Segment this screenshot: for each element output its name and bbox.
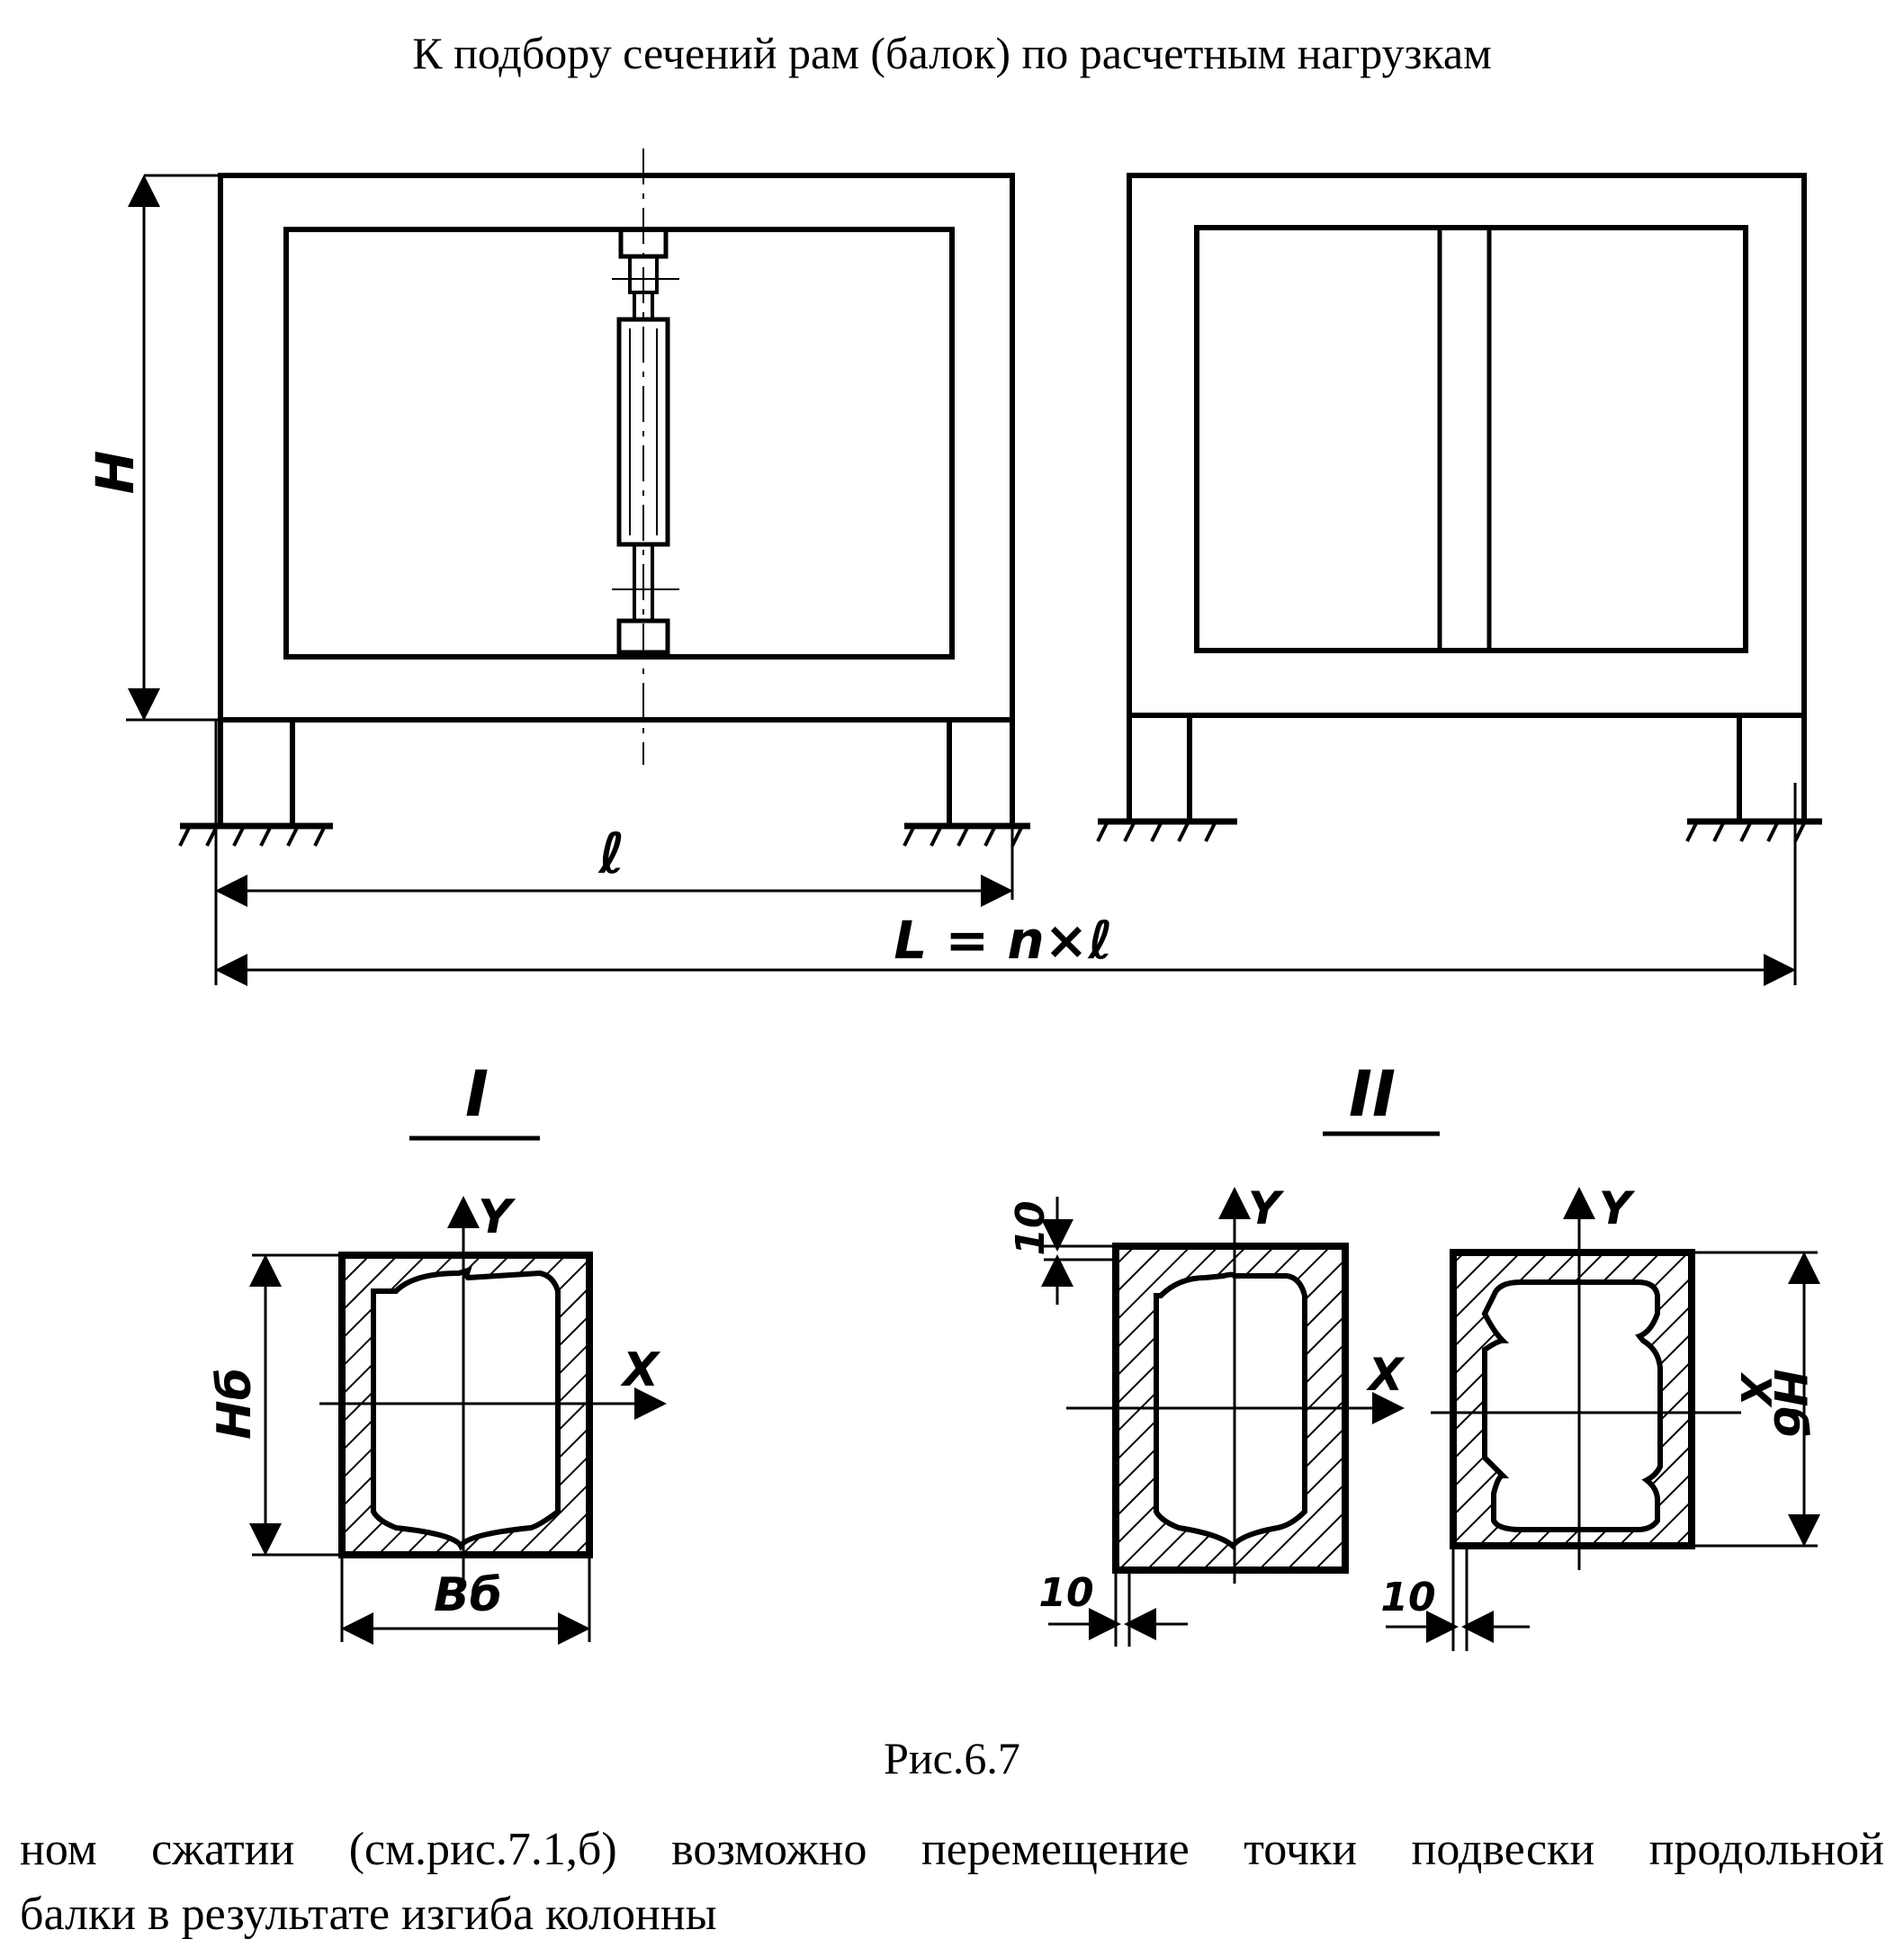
left-ground-hatch [178, 827, 1023, 847]
section-2b-height-label: Hб [1764, 1369, 1816, 1439]
section-2a-x-axis-label: X [1366, 1349, 1406, 1401]
section-1-y-axis-label: Y [478, 1190, 516, 1244]
section-2b-y-axis-label: Y [1599, 1182, 1636, 1234]
section-2a-top-thickness-label: 10 [1008, 1200, 1054, 1255]
left-frame-outer [218, 173, 1015, 723]
section-2a-bottom-thickness-label: 10 [1038, 1570, 1093, 1616]
section-2b-x-axis-label: X [1731, 1371, 1780, 1408]
right-frame-inner [1194, 225, 1748, 653]
height-dimension [126, 174, 220, 722]
body-line-1: ном сжатии (см.рис.7.1,б) возможно перем… [20, 1824, 1884, 1875]
left-frame-column [612, 148, 679, 765]
section-2a [1041, 1187, 1405, 1647]
section-2a-y-axis-label: Y [1248, 1182, 1285, 1234]
figure-caption: Рис.6.7 [884, 1733, 1020, 1783]
height-label: H [85, 451, 146, 495]
body-line-2: балки в результате изгиба колонны [20, 1889, 717, 1940]
total-length-dimension [215, 783, 1797, 986]
body-paragraph: ном сжатии (см.рис.7.1,б) возможно перем… [20, 1818, 1884, 1947]
span-dimension [214, 720, 1014, 985]
total-length-label: L = n×ℓ [894, 910, 1112, 971]
right-frame-outer [1127, 173, 1807, 718]
left-frame [180, 173, 1030, 830]
figure-title: К подбору сечений рам (балок) по расчетн… [412, 28, 1492, 78]
section-1-label: I [465, 1057, 489, 1131]
right-frame [1098, 173, 1822, 825]
section-1-height-label: Hб [208, 1368, 262, 1440]
section-1-x-axis-label: X [620, 1343, 661, 1397]
right-ground-hatch [1096, 822, 1806, 842]
span-label: ℓ [597, 821, 624, 886]
section-2b-bottom-thickness-label: 10 [1380, 1575, 1435, 1620]
section-1 [249, 1196, 667, 1645]
section-1-width-label: Bб [434, 1568, 502, 1622]
section-2b [1386, 1187, 1820, 1651]
section-2-label: II [1349, 1057, 1396, 1131]
